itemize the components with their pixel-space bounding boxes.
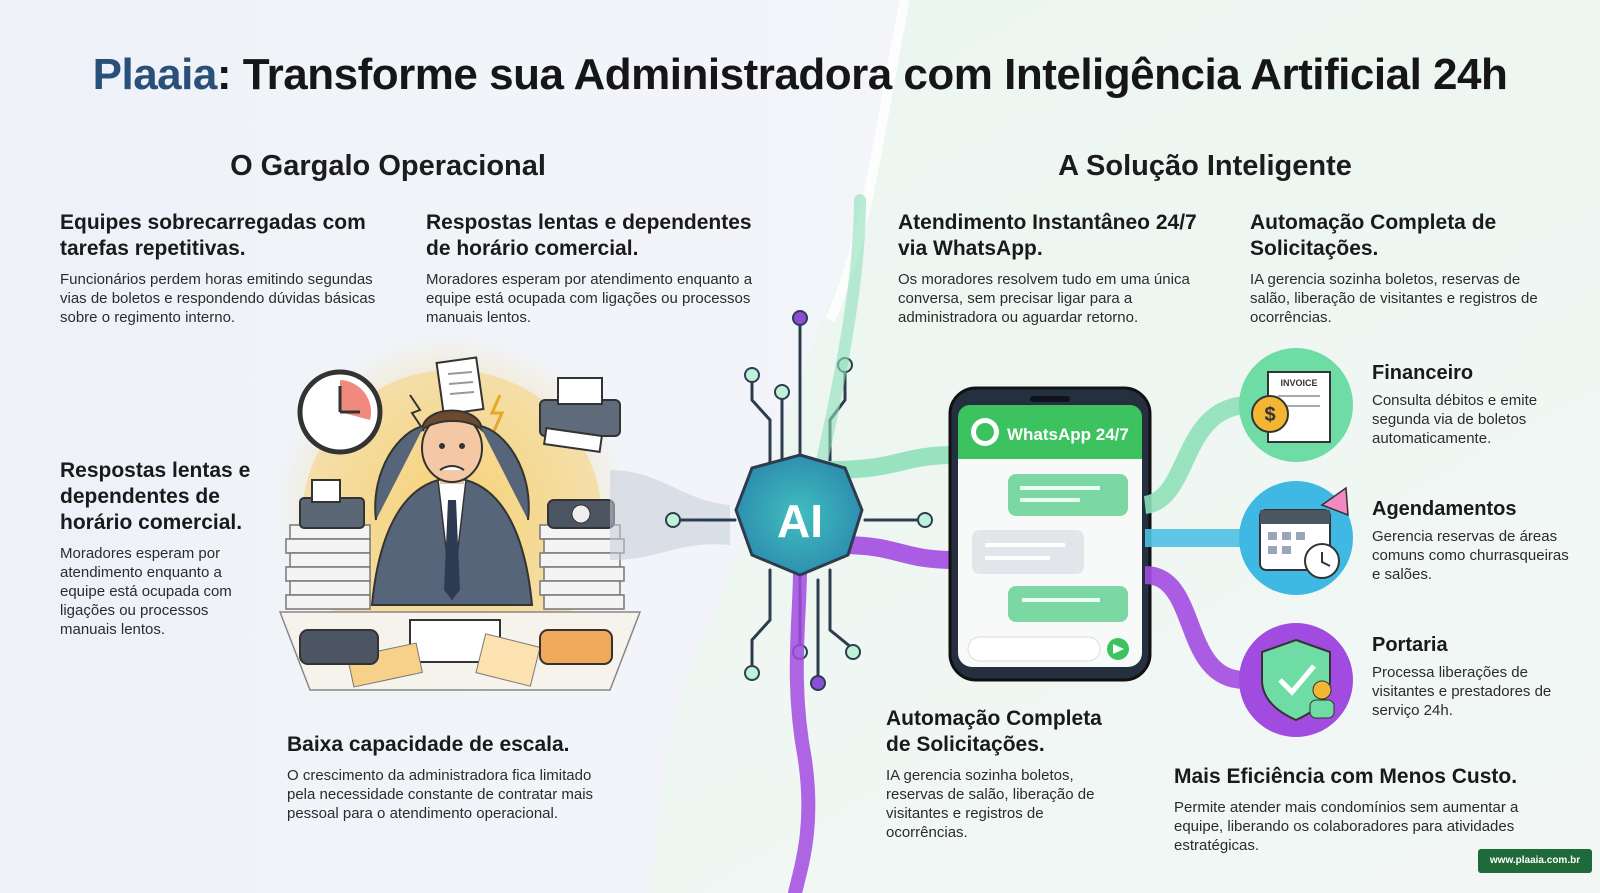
stressed-worker-illustration: [277, 335, 642, 691]
phone-header-text: WhatsApp 24/7: [1007, 425, 1129, 444]
website-badge[interactable]: www.plaaia.com.br: [1478, 849, 1592, 873]
solution-title: Automação Completa de Solicitações.: [886, 707, 1102, 756]
problem-text: Funcionários perdem horas emitindo segun…: [60, 271, 376, 326]
solution-text: IA gerencia sozinha boletos, reservas de…: [886, 767, 1095, 841]
problem-text: O crescimento da administradora fica lim…: [287, 767, 594, 822]
problem-title: Respostas lentas e dependentes de horári…: [426, 211, 752, 260]
solution-item: Atendimento Instantâneo 24/7 via WhatsAp…: [898, 210, 1198, 327]
problem-title: Respostas lentas e dependentes de horári…: [60, 459, 251, 534]
problem-title: Equipes sobrecarregadas com tarefas repe…: [60, 211, 366, 260]
invoice-label: INVOICE: [1280, 378, 1317, 388]
solution-text: Permite atender mais condomínios sem aum…: [1174, 799, 1519, 854]
problem-item: Respostas lentas e dependentes de horári…: [60, 458, 265, 639]
feature-text: Consulta débitos e emite segunda via de …: [1372, 392, 1538, 447]
svg-text:$: $: [1264, 404, 1275, 426]
solution-item: Automação Completa de Solicitações. IA g…: [886, 706, 1121, 842]
ai-label: AI: [777, 495, 823, 547]
feature-title: Agendamentos: [1372, 498, 1517, 520]
solution-title: Mais Eficiência com Menos Custo.: [1174, 765, 1518, 788]
solution-text: IA gerencia sozinha boletos, reservas de…: [1250, 271, 1538, 326]
feature-title: Portaria: [1372, 634, 1448, 656]
brand-name: Plaaia: [92, 50, 218, 99]
solution-item: Mais Eficiência com Menos Custo. Permite…: [1174, 764, 1544, 855]
problem-item: Equipes sobrecarregadas com tarefas repe…: [60, 210, 380, 327]
problem-item: Respostas lentas e dependentes de horári…: [426, 210, 776, 327]
ai-circuit-graphic: [665, 194, 964, 893]
feature-text: Gerencia reservas de áreas comuns como c…: [1372, 528, 1569, 583]
problem-text: Moradores esperam por atendimento enquan…: [426, 271, 753, 326]
page-title: Plaaia: Transforme sua Administradora co…: [0, 50, 1600, 100]
problem-item: Baixa capacidade de escala. O cresciment…: [287, 732, 607, 823]
left-section-heading: O Gargalo Operacional: [230, 150, 546, 182]
feature-text: Processa liberações de visitantes e pres…: [1372, 664, 1552, 719]
feature-agendamentos: Agendamentos Gerencia reservas de áreas …: [1372, 498, 1572, 584]
feature-financeiro: Financeiro Consulta débitos e emite segu…: [1372, 362, 1572, 448]
problem-title: Baixa capacidade de escala.: [287, 733, 570, 756]
right-section-heading: A Solução Inteligente: [1058, 150, 1352, 182]
feature-title: Financeiro: [1372, 362, 1474, 384]
whatsapp-phone-illustration: WhatsApp 24/7: [948, 386, 1152, 682]
problem-text: Moradores esperam por atendimento enquan…: [60, 545, 232, 638]
solution-text: Os moradores resolvem tudo em uma única …: [898, 271, 1190, 326]
solution-title: Automação Completa de Solicitações.: [1250, 211, 1497, 260]
feature-portaria: Portaria Processa liberações de visitant…: [1372, 634, 1572, 720]
solution-item: Automação Completa de Solicitações. IA g…: [1250, 210, 1560, 327]
solution-title: Atendimento Instantâneo 24/7 via WhatsAp…: [898, 211, 1197, 260]
title-text: : Transforme sua Administradora com Inte…: [216, 50, 1508, 99]
